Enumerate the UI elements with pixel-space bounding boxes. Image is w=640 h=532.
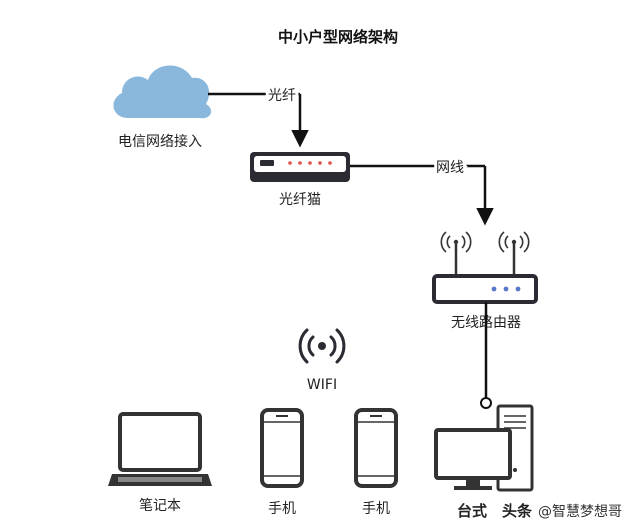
cloud-label: 电信网络接入: [118, 133, 202, 150]
wifi-label: WIFI: [307, 377, 337, 393]
laptop-icon: [108, 412, 212, 486]
phone-icon: [354, 408, 398, 488]
router-desktop-connection: [480, 302, 492, 409]
desktop-icon: [434, 404, 534, 492]
watermark-brand: 头条: [502, 502, 533, 520]
laptop-label: 笔记本: [139, 498, 181, 514]
phone1-label: 手机: [268, 501, 296, 517]
modem-label: 光纤猫: [279, 192, 321, 208]
watermark-handle: @智慧梦想哥: [538, 504, 622, 520]
cable-label: 网线: [436, 160, 464, 176]
desktop-label: 台式: [457, 502, 487, 520]
wifi-icon: [298, 328, 346, 364]
watermark: 头条 @智慧梦想哥: [502, 502, 622, 520]
fiber-connection: [208, 92, 309, 148]
modem-icon: [250, 152, 350, 182]
phone2-label: 手机: [362, 501, 390, 517]
fiber-label: 光纤: [268, 88, 296, 104]
cable-connection: [350, 164, 494, 226]
phone-icon: [260, 408, 304, 488]
cloud-icon: [113, 65, 212, 119]
router-icon: [432, 231, 538, 304]
diagram-title: 中小户型网络架构: [278, 28, 398, 46]
